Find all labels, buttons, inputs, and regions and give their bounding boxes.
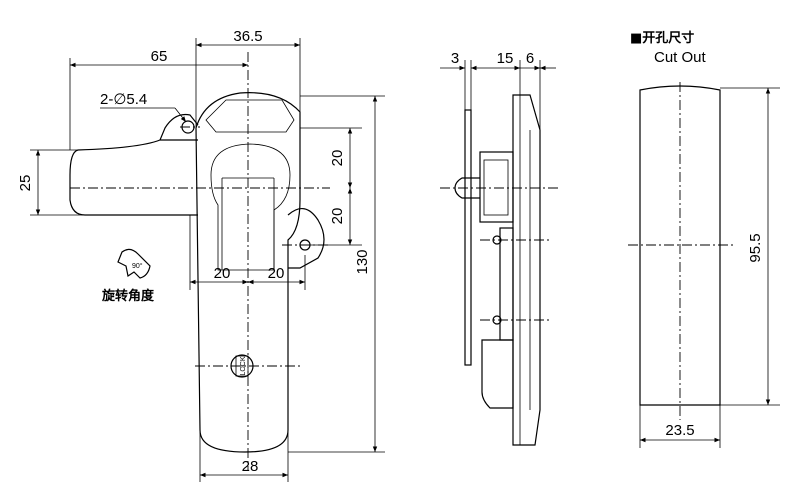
dim-3: 3 — [451, 50, 459, 67]
dim-20-mid: 20 — [329, 208, 346, 225]
dim-36-5: 36.5 — [233, 28, 262, 45]
panel-plate — [464, 109, 472, 366]
dim-95-5: 95.5 — [747, 233, 764, 262]
dim-6: 6 — [526, 50, 534, 67]
handle-slot — [210, 143, 291, 271]
rotation-deg-text: 90° — [132, 262, 143, 270]
dim-25: 25 — [17, 175, 34, 192]
cutout-shape — [639, 85, 721, 406]
cutout-title-en: Cut Out — [654, 49, 707, 66]
side-lower-block — [481, 339, 514, 409]
dim-20-left: 20 — [214, 265, 231, 282]
cutout-view: ■开孔尺寸 Cut Out 95.5 23.5 — [628, 30, 780, 448]
dim-130: 130 — [354, 249, 371, 274]
side-handle — [512, 94, 541, 446]
dim-hole: 2-∅5.4 — [100, 91, 147, 108]
handle-body-outline — [195, 92, 301, 453]
lever-arm — [69, 113, 199, 216]
side-housing — [479, 151, 514, 223]
right-bracket — [287, 208, 325, 269]
dim-15: 15 — [497, 50, 514, 67]
rotation-angle-label: 旋转角度 — [101, 288, 155, 304]
lock-mark-text: LOCK — [240, 356, 247, 375]
dim-65: 65 — [151, 48, 168, 65]
dim-20-right: 20 — [268, 265, 285, 282]
dim-20-top: 20 — [329, 150, 346, 167]
dim-28: 28 — [242, 458, 259, 475]
front-view: LOCK 65 36.5 2-∅5.4 25 20 20 — [17, 28, 385, 482]
handle-top-recess — [205, 99, 295, 133]
rotation-arrow-icon: 90° — [117, 248, 151, 279]
side-view: 3 15 6 — [440, 50, 560, 446]
dim-23-5: 23.5 — [665, 422, 694, 439]
cutout-title-cn: ■开孔尺寸 — [630, 30, 694, 46]
